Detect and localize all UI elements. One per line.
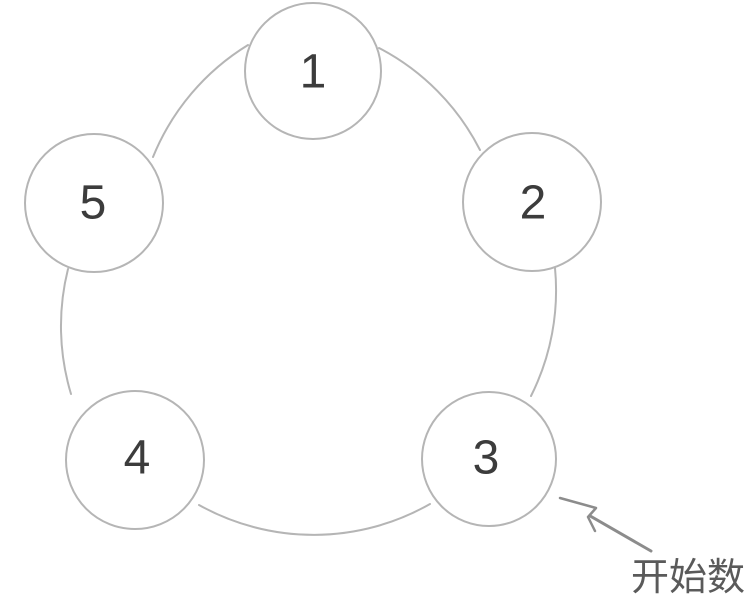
node-1[interactable]: 1: [244, 2, 382, 140]
edge-5-to-1: [152, 44, 249, 158]
start-annotation-label: 开始数: [631, 555, 745, 599]
node-4-label: 4: [124, 432, 151, 485]
node-5-circle[interactable]: [24, 133, 164, 273]
start-pointer-arrow-icon: [558, 496, 653, 553]
node-5[interactable]: 5: [24, 133, 164, 273]
node-4[interactable]: 4: [65, 390, 205, 530]
edge-1-to-2: [378, 47, 481, 151]
node-3[interactable]: 3: [421, 391, 557, 527]
node-5-label: 5: [80, 177, 107, 230]
node-2-circle[interactable]: [462, 132, 602, 272]
node-group: 1 2 3 4 5: [24, 2, 602, 530]
edge-4-to-5: [60, 268, 72, 395]
edge-3-to-4: [198, 503, 431, 536]
node-1-label: 1: [300, 46, 327, 99]
edge-group: [60, 44, 558, 536]
edge-2-to-3: [530, 267, 558, 397]
node-4-circle[interactable]: [65, 390, 205, 530]
pointer-arrowhead-icon: [558, 496, 598, 533]
node-3-label: 3: [473, 432, 500, 485]
node-2-label: 2: [520, 177, 547, 230]
node-2[interactable]: 2: [462, 132, 602, 272]
node-1-circle[interactable]: [244, 2, 382, 140]
node-3-circle[interactable]: [421, 391, 557, 527]
